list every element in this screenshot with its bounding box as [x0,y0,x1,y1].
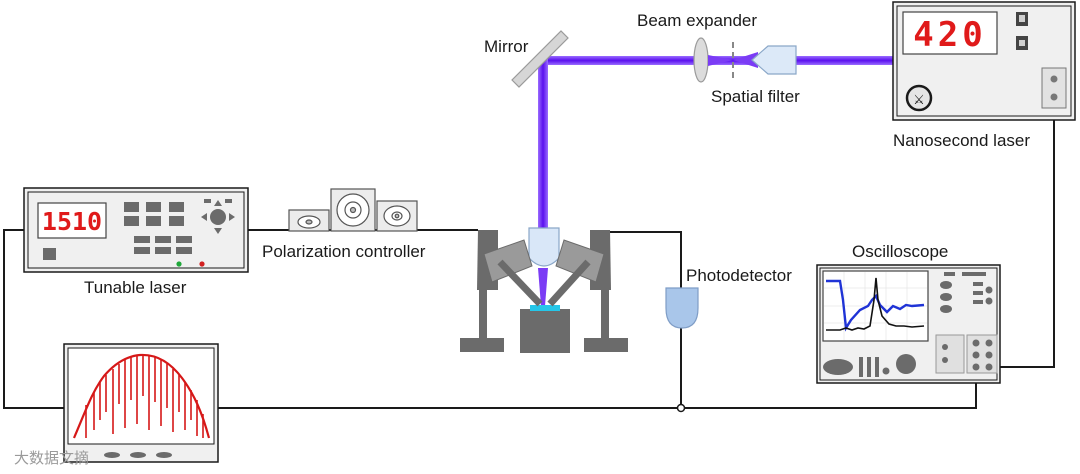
mirror-label: Mirror [484,37,529,56]
spectrum-dips [85,355,204,438]
beam-vertical [538,56,548,230]
knob-icon [905,84,933,112]
sample-stage [520,309,570,353]
led-icon [199,261,205,267]
cable-junction [676,403,686,413]
led-icon [176,261,182,267]
dpad-icon [201,199,235,234]
fiber-stage-to-photodetector [607,231,682,288]
cable-laser-trigger [990,102,1055,368]
fiber-laser-to-analyzer [3,229,64,409]
nanosecond-display-value: 420 [913,15,986,55]
objective-lens [528,227,560,267]
tunable-laser: 1510 [23,187,249,273]
nanosecond-display [902,11,998,55]
nanosecond-laser-label: Nanosecond laser [893,131,1030,150]
photodetector [665,287,699,329]
polarization-controller [288,188,418,232]
expander-lens [693,37,709,83]
spectrum-analyzer [63,343,219,463]
nanosecond-laser: 420 ⚔ [892,1,1076,121]
watermark: 大数据文摘 [14,449,89,467]
beam-expander [693,37,797,83]
tunable-keypad [124,202,192,254]
trace-black [826,277,925,331]
spatial-filter-label: Spatial filter [711,87,800,106]
knob-icon [896,354,916,374]
coupling-stage [460,227,628,353]
spatial-filter-beam [708,55,733,66]
beam-focus [538,268,548,306]
photodetector-label: Photodetector [686,266,792,285]
tunable-display [37,202,107,239]
polarization-controller-label: Polarization controller [262,242,426,261]
sample [530,305,560,311]
oscilloscope-label: Oscilloscope [852,242,948,261]
tunable-display-value: 1510 [42,207,102,236]
beam-expander-label: Beam expander [637,11,757,30]
oscilloscope [816,264,1001,384]
mirror [511,30,569,88]
svg-text:⚔: ⚔ [913,93,925,108]
collimator [751,45,797,75]
tunable-laser-label: Tunable laser [84,278,187,297]
